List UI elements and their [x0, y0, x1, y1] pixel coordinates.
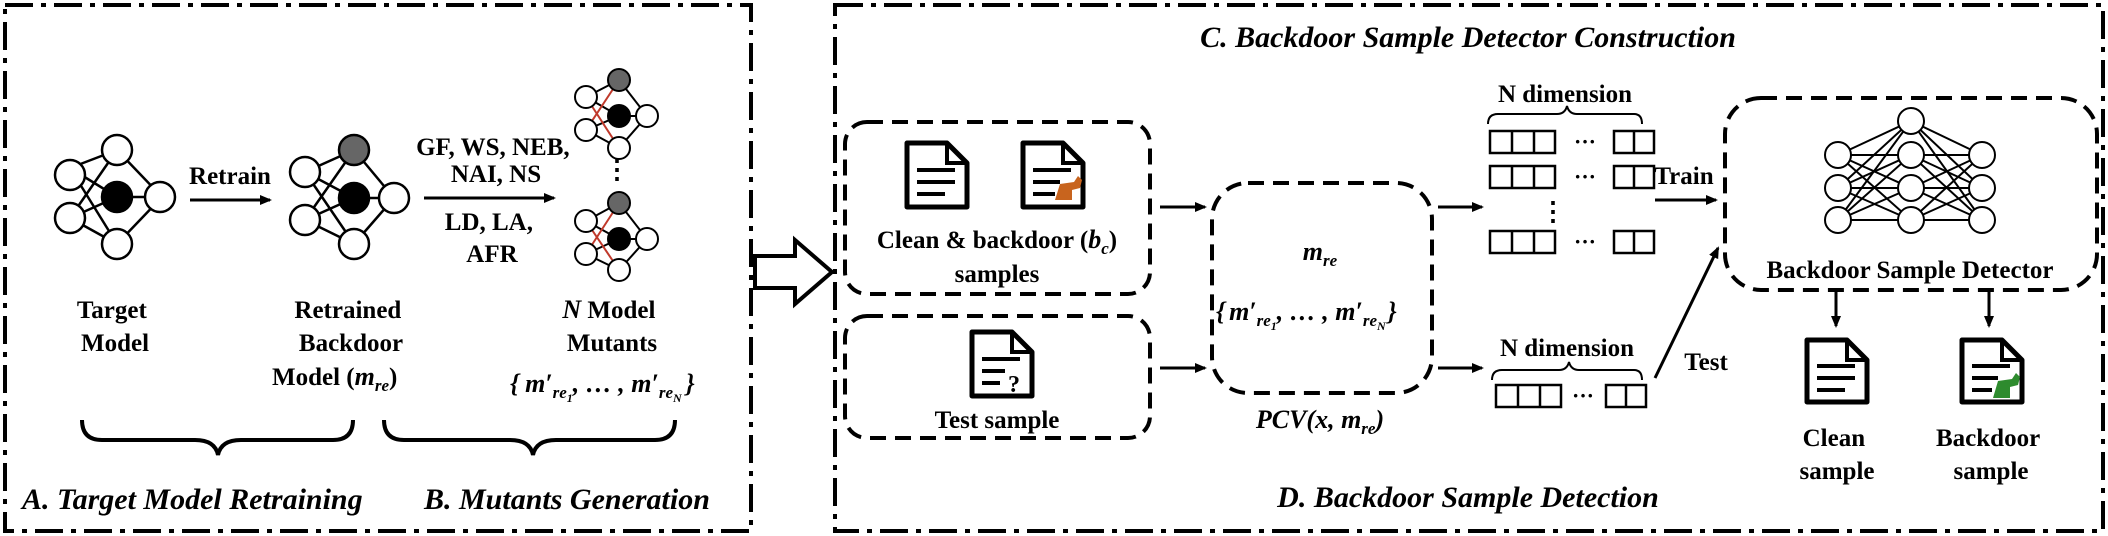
samples-box-line1: Clean & backdoor (bc)	[877, 225, 1117, 258]
backdoor-sample-document-icon	[1959, 337, 2025, 405]
brace-b	[382, 419, 677, 456]
mre-mutant-set: {m′re1, … , m′reN}	[1216, 297, 1397, 333]
mutant-network-bottom-icon	[574, 191, 659, 282]
detector-label: Backdoor Sample Detector	[1767, 257, 2054, 284]
svg-text:?: ?	[1008, 372, 1020, 398]
mre-box	[1210, 181, 1434, 395]
test-arrow	[1653, 246, 1720, 379]
train-vector-2-dots: ···	[1574, 164, 1596, 189]
n-dimension-top-brace	[1487, 105, 1643, 125]
train-vector-2	[1488, 164, 1656, 190]
test-sample-box	[843, 314, 1152, 440]
backdoor-document-icon	[1020, 140, 1086, 210]
train-label: Train	[1654, 163, 1713, 190]
section-title-b: B. Mutants Generation	[423, 483, 710, 516]
detector-box	[1723, 96, 2099, 292]
mutant-network-top-icon	[574, 68, 659, 160]
retrained-model-label: Retrained Backdoor	[294, 297, 407, 357]
section-title-d: D. Backdoor Sample Detection	[1276, 481, 1659, 514]
mutants-set: {m′re1, … , m′reN}	[510, 369, 695, 405]
target-model-network-icon	[53, 133, 177, 261]
mutation-operators-top: GF, WS, NEB, NAI, NS	[416, 134, 576, 188]
mutation-operators-bottom: LD, LA, AFR	[445, 209, 539, 268]
panel-cd-frame	[833, 3, 2105, 533]
brace-a	[80, 419, 355, 456]
document-icon	[904, 140, 970, 210]
section-title-a: A. Target Model Retraining	[20, 483, 363, 516]
train-vector-1-dots: ···	[1574, 129, 1596, 154]
target-model-label: Target Model	[77, 297, 153, 357]
neural-network-icon	[1824, 107, 1996, 234]
train-vectors-vertical-dots: ⋮	[1540, 197, 1566, 226]
clean-sample-document-icon	[1804, 337, 1870, 405]
n-dimension-top-label: N dimension	[1498, 81, 1632, 108]
test-label: Test	[1684, 349, 1728, 376]
retrain-label: Retrain	[189, 163, 271, 190]
pcv-label: PCV(x, mre)	[1255, 405, 1384, 438]
test-vector	[1494, 383, 1648, 409]
block-arrow-icon	[753, 235, 836, 309]
question-document-icon: ?	[969, 329, 1035, 399]
n-dimension-bottom-label: N dimension	[1500, 335, 1634, 362]
backdoor-sample-label: Backdoor sample	[1936, 425, 2046, 485]
test-vector-dots: ···	[1572, 383, 1594, 408]
clean-sample-label: Clean sample	[1800, 425, 1875, 485]
retrained-model-symbol: Model (mre)	[272, 362, 397, 395]
train-vector-3-dots: ···	[1574, 229, 1596, 254]
train-vector-1	[1488, 129, 1656, 155]
section-title-c: C. Backdoor Sample Detector Construction	[1200, 21, 1736, 54]
samples-box-line2: samples	[955, 261, 1040, 288]
panel-ab-frame	[3, 3, 753, 533]
train-vector-3	[1488, 229, 1656, 255]
samples-box	[843, 120, 1152, 296]
mre-symbol: mre	[1303, 237, 1338, 270]
n-dimension-bottom-brace	[1491, 361, 1643, 381]
mutant-vertical-dots: ⋮	[604, 155, 630, 184]
mutants-label: N Model Mutants	[561, 295, 661, 357]
retrained-model-network-icon	[288, 133, 411, 261]
test-sample-label: Test sample	[935, 407, 1060, 434]
